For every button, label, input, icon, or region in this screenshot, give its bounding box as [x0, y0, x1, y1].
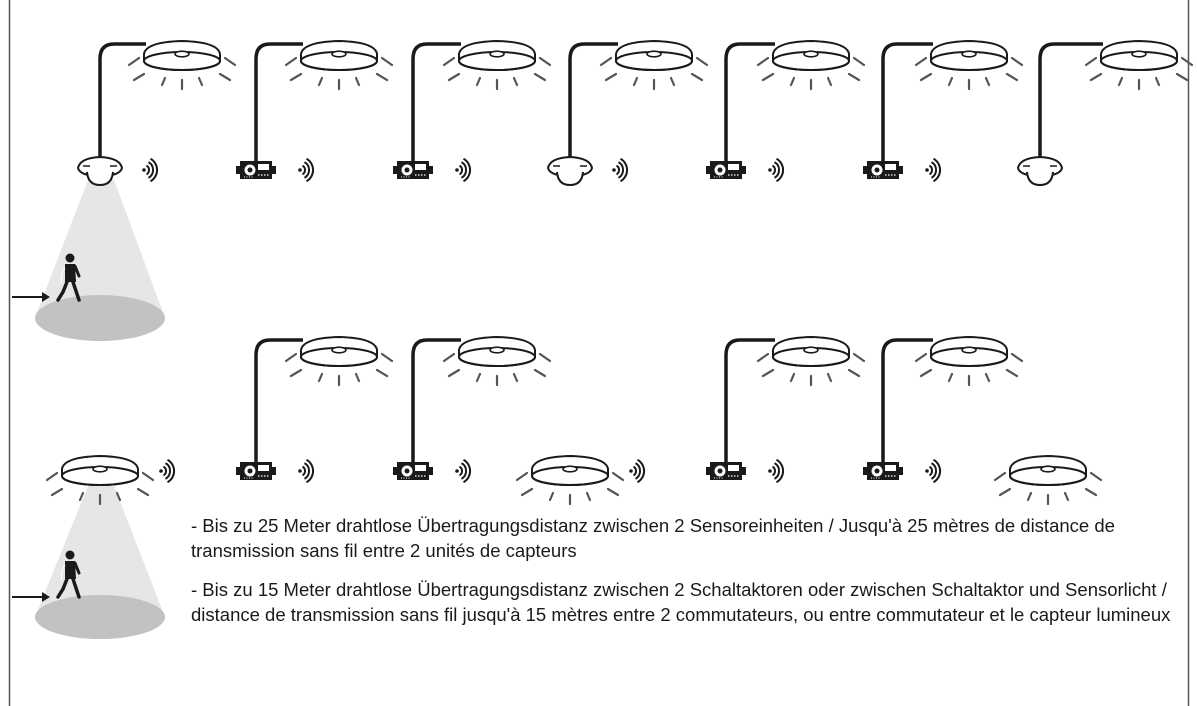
- wireless-signal-icon: [925, 157, 942, 183]
- wireless-signal-icon: [298, 458, 315, 484]
- arrow-icon: [12, 292, 50, 302]
- ceiling-light-icon: [442, 335, 552, 387]
- note-actuator-distance: - Bis zu 15 Meter drahtlose Übertragungs…: [191, 579, 1171, 625]
- walking-person-icon: [56, 253, 81, 302]
- ceiling-light-icon: [284, 39, 394, 91]
- connection-wire: [1038, 42, 1103, 158]
- switch-actuator-icon: [236, 462, 276, 480]
- motion-sensor-icon: [76, 155, 124, 187]
- connection-wire: [411, 42, 461, 161]
- wireless-signal-icon: [768, 157, 785, 183]
- ceiling-light-icon: [599, 39, 709, 91]
- connection-wire: [254, 338, 303, 462]
- ceiling-light-icon: [1084, 39, 1194, 91]
- wireless-signal-icon: [455, 458, 472, 484]
- connection-wire: [254, 42, 303, 161]
- wireless-signal-icon: [612, 157, 629, 183]
- wireless-signal-icon: [455, 157, 472, 183]
- detection-beam: [35, 180, 165, 341]
- connection-wire: [724, 42, 775, 161]
- ceiling-light-icon: [127, 39, 237, 91]
- sensor-light-icon: [45, 454, 155, 506]
- motion-sensor-icon: [1016, 155, 1064, 187]
- ceiling-light-icon: [442, 39, 552, 91]
- switch-actuator-icon: [236, 161, 276, 179]
- switch-actuator-icon: [706, 462, 746, 480]
- motion-sensor-icon: [546, 155, 594, 187]
- ceiling-light-icon: [756, 335, 866, 387]
- connection-wire: [568, 42, 618, 158]
- ceiling-light-icon: [914, 335, 1024, 387]
- switch-actuator-icon: [863, 462, 903, 480]
- connection-wire: [411, 338, 461, 462]
- wireless-signal-icon: [768, 458, 785, 484]
- note-sensor-distance: - Bis zu 25 Meter drahtlose Übertragungs…: [191, 515, 1115, 561]
- connection-wire: [98, 42, 146, 158]
- wireless-signal-icon: [925, 458, 942, 484]
- ceiling-light-icon: [284, 335, 394, 387]
- arrow-icon: [12, 592, 50, 602]
- wireless-signal-icon: [298, 157, 315, 183]
- switch-actuator-icon: [706, 161, 746, 179]
- detection-beam: [35, 486, 165, 639]
- sensor-light-icon: [515, 454, 625, 506]
- wireless-signal-icon: [629, 458, 646, 484]
- ceiling-light-icon: [756, 39, 866, 91]
- wireless-signal-icon: [159, 458, 176, 484]
- switch-actuator-icon: [863, 161, 903, 179]
- switch-actuator-icon: [393, 462, 433, 480]
- sensor-light-icon: [993, 454, 1103, 506]
- connection-wire: [881, 42, 933, 161]
- wireless-signal-icon: [142, 157, 159, 183]
- connection-wire: [724, 338, 775, 462]
- connection-wire: [881, 338, 933, 462]
- switch-actuator-icon: [393, 161, 433, 179]
- ceiling-light-icon: [914, 39, 1024, 91]
- transmission-notes: - Bis zu 25 Meter drahtlose Übertragungs…: [191, 514, 1181, 627]
- walking-person-icon: [56, 550, 81, 599]
